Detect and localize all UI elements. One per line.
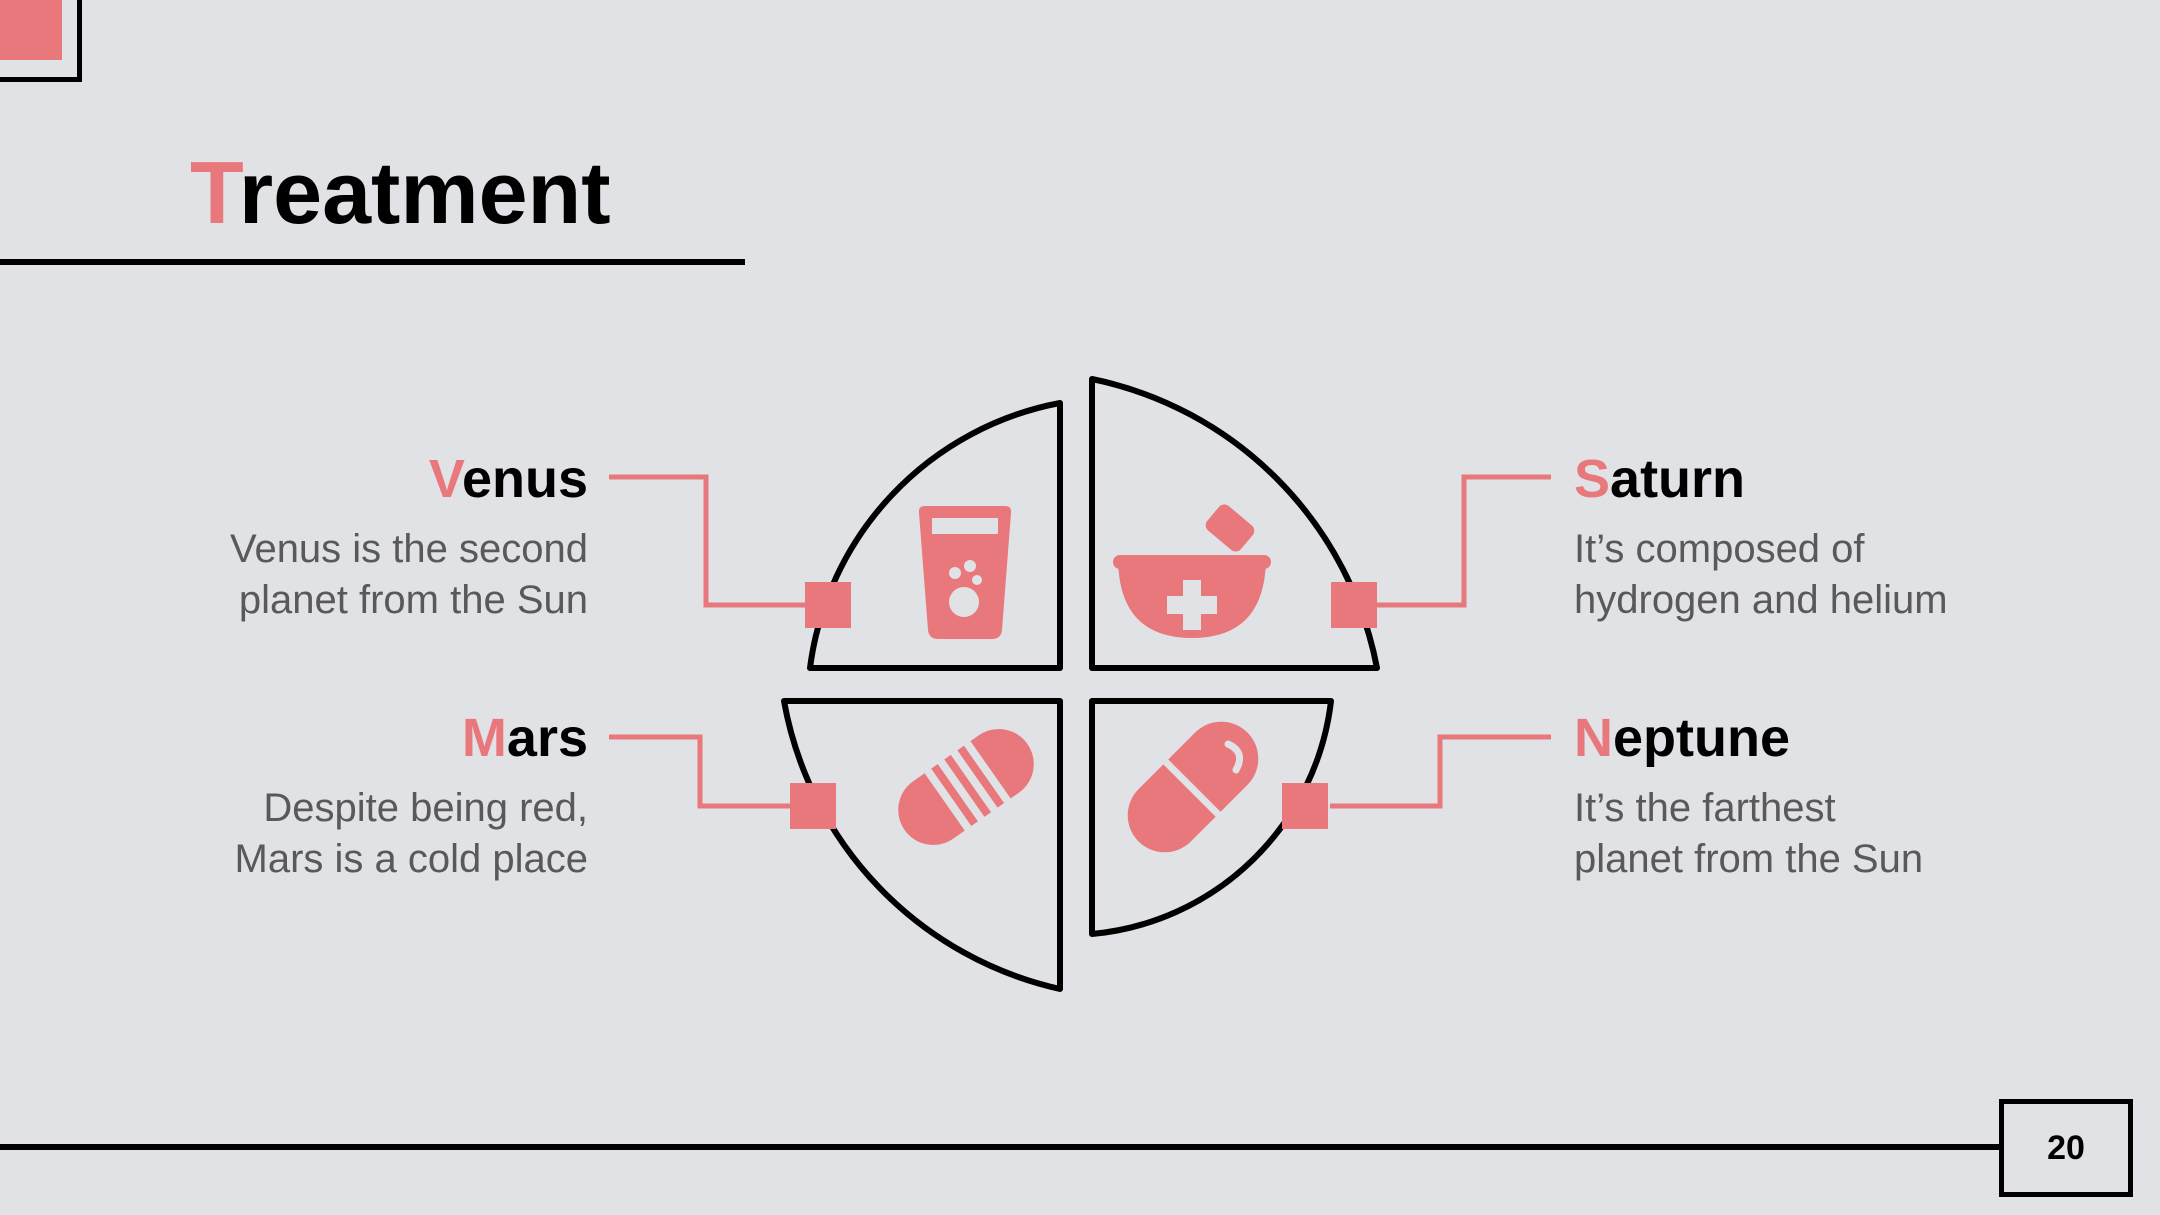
- item-title-saturn: Saturn: [1574, 448, 2094, 510]
- connector-node-venus: [805, 582, 851, 628]
- quadrant-venus: [807, 400, 1063, 671]
- slide-title-rest: reatment: [238, 143, 611, 242]
- capsule-pill-icon: [1127, 721, 1259, 853]
- connector-node-neptune: [1282, 783, 1328, 829]
- description-line: Mars is a cold place: [234, 837, 588, 882]
- page-number: 20: [2047, 1128, 2085, 1167]
- connector-node-saturn: [1331, 582, 1377, 628]
- item-saturn: Saturn It’s composed of hydrogen and hel…: [1574, 448, 2094, 626]
- item-title-neptune: Neptune: [1574, 707, 2094, 769]
- item-title-rest: eptune: [1613, 708, 1791, 768]
- item-title-initial: V: [428, 449, 462, 509]
- item-title-venus: Venus: [68, 448, 588, 510]
- corner-decoration-fill: [0, 0, 62, 60]
- item-title-initial: N: [1574, 708, 1613, 768]
- item-description-venus: Venus is the second planet from the Sun: [68, 524, 588, 626]
- title-underline: [0, 259, 745, 265]
- slide-title: Treatment: [190, 142, 611, 243]
- description-line: Despite being red,: [263, 786, 588, 831]
- bandage-icon: [898, 729, 1034, 845]
- glass-of-water-icon: [918, 506, 1012, 639]
- item-title-initial: S: [1574, 449, 1611, 509]
- item-title-initial: M: [461, 708, 507, 768]
- description-line: It’s composed of: [1574, 527, 1865, 572]
- item-description-neptune: It’s the farthest planet from the Sun: [1574, 783, 2094, 885]
- mortar-and-pestle-icon: [1113, 504, 1271, 638]
- page-number-box: 20: [1999, 1099, 2133, 1197]
- connector-mars: [609, 734, 795, 809]
- connector-node-mars: [790, 783, 836, 829]
- description-line: Venus is the second: [229, 527, 588, 572]
- connector-neptune: [1330, 734, 1551, 809]
- quadrant-mars: [781, 698, 1063, 992]
- connector-saturn: [1375, 474, 1551, 608]
- description-line: planet from the Sun: [1574, 837, 1924, 882]
- item-title-mars: Mars: [68, 707, 588, 769]
- quadrant-saturn: [1089, 376, 1380, 671]
- connector-venus: [609, 474, 810, 608]
- item-title-rest: enus: [461, 449, 588, 509]
- item-neptune: Neptune It’s the farthest planet from th…: [1574, 707, 2094, 885]
- item-title-rest: ars: [506, 708, 588, 768]
- quadrant-neptune: [1089, 698, 1334, 937]
- description-line: planet from the Sun: [238, 578, 588, 623]
- corner-decoration-frame: [0, 0, 82, 82]
- slide-title-initial: T: [190, 143, 239, 242]
- item-mars: Mars Despite being red, Mars is a cold p…: [68, 707, 588, 885]
- description-line: hydrogen and helium: [1574, 578, 1948, 623]
- item-description-mars: Despite being red, Mars is a cold place: [68, 783, 588, 885]
- item-description-saturn: It’s composed of hydrogen and helium: [1574, 524, 2094, 626]
- item-title-rest: aturn: [1610, 449, 1746, 509]
- item-venus: Venus Venus is the second planet from th…: [68, 448, 588, 626]
- description-line: It’s the farthest: [1574, 786, 1836, 831]
- footer-rule: [0, 1144, 2002, 1150]
